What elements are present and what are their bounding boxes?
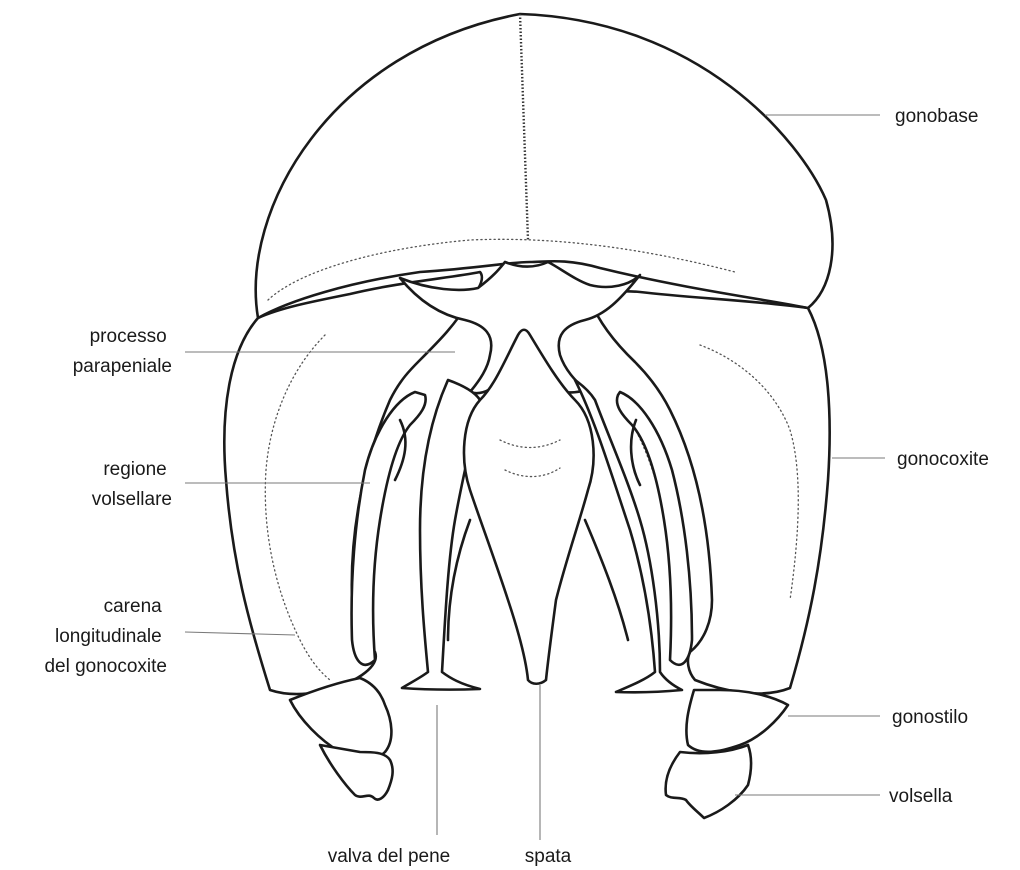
right-gonostilo-shape	[686, 690, 788, 752]
label-processo-parapeniale: processo parapeniale	[73, 326, 172, 377]
gonobase-midline	[520, 14, 528, 240]
carena-leader	[185, 632, 295, 635]
label-gonobase: gonobase	[895, 106, 978, 127]
label-gonocoxite: gonocoxite	[897, 449, 989, 470]
left-gonostilo-shape	[290, 678, 391, 759]
right-carena-dots	[700, 345, 798, 600]
right-volsella-tip	[666, 745, 751, 818]
left-carena-dots	[265, 335, 330, 680]
left-volsella-tip	[320, 745, 393, 800]
left-volsella-arm	[352, 392, 426, 665]
right-valva-inner	[585, 520, 628, 640]
label-volsella: volsella	[889, 786, 953, 807]
label-spata: spata	[525, 846, 572, 867]
label-carena-longitudinale: carena longitudinale del gonocoxite	[44, 596, 167, 677]
label-regione-volsellare: regione volsellare	[92, 459, 172, 510]
label-gonostilo: gonostilo	[892, 707, 968, 728]
label-valva-del-pene: valva del pene	[328, 846, 451, 867]
